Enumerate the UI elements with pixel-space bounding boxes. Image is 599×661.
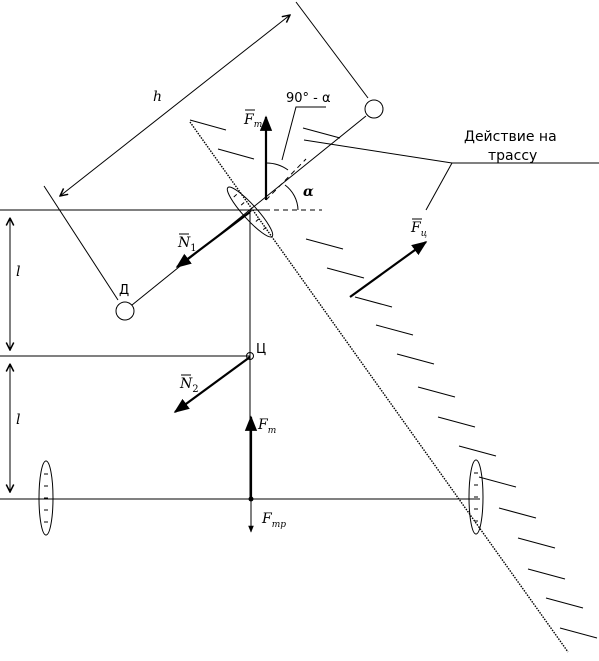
node-top xyxy=(364,99,384,119)
force-fc-arrow xyxy=(349,241,428,298)
label-n1: N1 xyxy=(177,235,197,254)
label-l-top: l xyxy=(16,264,20,280)
label-c: Ц xyxy=(256,342,266,357)
label-alpha: α xyxy=(303,184,314,200)
dimension-arrow-h xyxy=(60,15,290,196)
extension-line-h-upper xyxy=(295,1,369,99)
callout-text-line2: трассу xyxy=(488,148,537,164)
angle-arc-top xyxy=(265,162,289,171)
label-fm: Fm xyxy=(243,112,262,130)
label-l-bottom: l xyxy=(16,412,20,428)
node-d xyxy=(115,301,135,321)
wheel-left xyxy=(38,460,54,536)
extension-line-h-lower xyxy=(43,185,119,301)
label-angle-top: 90° - α xyxy=(286,91,331,106)
force-n2-arrow xyxy=(173,356,251,413)
wheel-right xyxy=(468,459,484,535)
contact-point xyxy=(248,496,254,502)
label-d: Д xyxy=(119,283,129,298)
track-hatching xyxy=(189,119,598,639)
label-n2: N2 xyxy=(179,376,199,395)
angle-top-leader xyxy=(281,106,326,161)
label-ftr: Fтр xyxy=(261,511,286,530)
label-ft: Fт xyxy=(257,417,276,436)
force-n1-arrow xyxy=(175,211,251,268)
label-h: h xyxy=(153,89,162,105)
callout-leader-down xyxy=(425,162,453,211)
body-line xyxy=(131,115,367,306)
angle-dashed-line xyxy=(265,158,307,201)
track-slope-line xyxy=(189,121,569,653)
label-fc: Fц xyxy=(410,220,427,239)
callout-text-line1: Действие на xyxy=(464,129,557,145)
point-c xyxy=(246,352,254,360)
angle-arc-alpha xyxy=(284,184,299,211)
